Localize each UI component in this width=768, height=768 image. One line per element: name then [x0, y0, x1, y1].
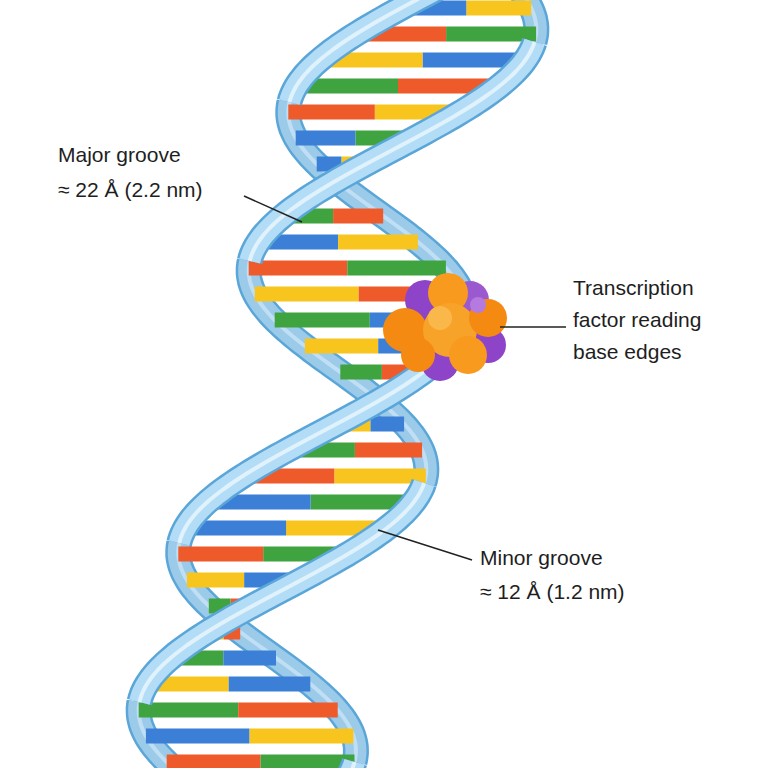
protein-highlight	[428, 306, 452, 330]
base	[178, 547, 263, 562]
base	[187, 573, 244, 588]
callout-label: Transcription factor reading base edges	[573, 272, 745, 368]
base	[305, 339, 378, 354]
base	[255, 287, 359, 302]
base	[238, 703, 338, 718]
base	[223, 651, 276, 666]
base	[340, 365, 382, 380]
base	[139, 703, 239, 718]
strand-highlight	[330, 762, 354, 768]
front-strand	[140, 0, 535, 768]
leader-line	[500, 326, 566, 328]
base	[288, 105, 375, 120]
base	[333, 209, 383, 224]
base	[167, 755, 261, 768]
base	[249, 261, 348, 276]
base	[229, 677, 311, 692]
strand-highlight	[179, 324, 464, 543]
base	[347, 261, 446, 276]
strand-ribbon	[290, 0, 473, 102]
base	[146, 729, 250, 744]
back-strand	[139, 0, 537, 768]
strand-highlight	[290, 0, 473, 102]
protein-blob	[383, 273, 507, 381]
leader-line	[244, 196, 302, 222]
callout-label: ≈ 22 Å (2.2 nm)	[58, 175, 278, 205]
strand-ribbon	[179, 324, 464, 543]
strand-edge	[330, 762, 354, 768]
callout-label: ≈ 12 Å (1.2 nm)	[480, 577, 700, 607]
base	[296, 131, 356, 146]
protein-highlight	[470, 297, 486, 313]
callout-label: Major groove	[58, 140, 278, 170]
base	[338, 235, 418, 250]
protein-lobe	[401, 338, 435, 372]
protein-lobe	[449, 336, 487, 374]
base	[370, 417, 404, 432]
base	[466, 1, 531, 16]
strand-edge	[290, 0, 473, 102]
leader-line	[378, 530, 472, 560]
base	[250, 729, 354, 744]
callout-label: Minor groove	[480, 543, 700, 573]
strand-edge	[179, 324, 464, 543]
base-pairs	[139, 8, 536, 762]
base	[355, 443, 422, 458]
strand-ribbon	[330, 762, 354, 768]
base	[275, 313, 370, 328]
